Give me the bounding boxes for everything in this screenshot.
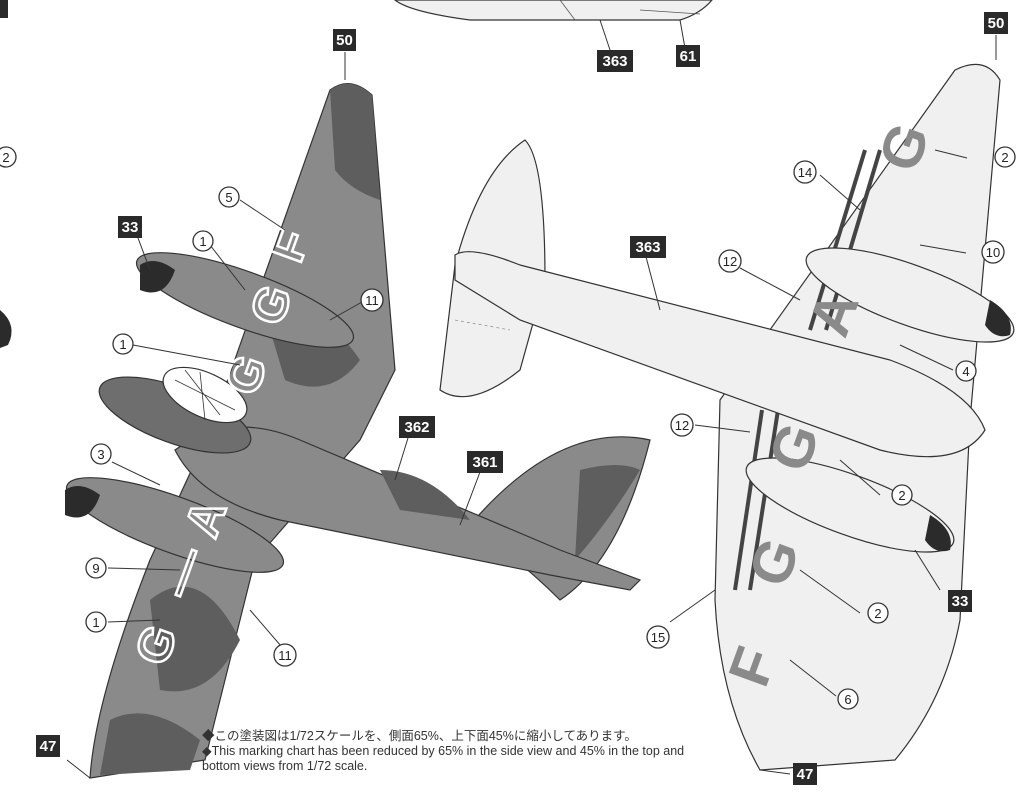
top-view-aircraft: G G F G — A bbox=[65, 83, 651, 779]
callout-box-363-side: 363 bbox=[597, 50, 633, 72]
svg-text:50: 50 bbox=[336, 32, 353, 49]
svg-text:11: 11 bbox=[365, 293, 379, 308]
callout-box-362: 362 bbox=[399, 416, 435, 438]
callout-box-50-bottom: 50 bbox=[984, 12, 1008, 34]
svg-text:47: 47 bbox=[40, 738, 57, 755]
callout-circle-1: 1 bbox=[85, 611, 107, 633]
callout-circle-2-left-edge: 2 bbox=[0, 146, 17, 168]
svg-text:6: 6 bbox=[844, 692, 851, 707]
callout-circle-2: 2 bbox=[891, 484, 913, 506]
callout-circle-4: 4 bbox=[955, 360, 977, 382]
callout-box-47-top: 47 bbox=[36, 735, 60, 757]
svg-text:2: 2 bbox=[874, 606, 881, 621]
callout-circle-10: 10 bbox=[981, 240, 1005, 264]
scale-note: ◆この塗装図は1/72スケールを、側面65%、上下面45%に縮小してあります。 … bbox=[202, 729, 722, 774]
svg-text:4: 4 bbox=[962, 364, 969, 379]
callout-circle-6: 6 bbox=[837, 688, 859, 710]
callout-circle-11: 11 bbox=[273, 643, 297, 667]
svg-text:2: 2 bbox=[2, 150, 9, 165]
callout-circle-14: 14 bbox=[793, 160, 817, 184]
svg-text:363: 363 bbox=[635, 239, 660, 256]
callout-box-361: 361 bbox=[467, 451, 503, 473]
callout-circle-12: 12 bbox=[718, 249, 742, 273]
callout-circle-2: 2 bbox=[994, 146, 1016, 168]
callout-circle-5: 5 bbox=[218, 186, 240, 208]
callout-circle-9: 9 bbox=[85, 557, 107, 579]
callout-box-50-top: 50 bbox=[333, 29, 356, 51]
scale-note-en: ◆This marking chart has been reduced by … bbox=[202, 744, 685, 773]
scale-note-jp: ◆この塗装図は1/72スケールを、側面65%、上下面45%に縮小してあります。 bbox=[202, 729, 637, 743]
callout-circle-15: 15 bbox=[646, 625, 670, 649]
callout-circle-12: 12 bbox=[670, 413, 694, 437]
callout-box-33-bottom: 33 bbox=[948, 590, 972, 612]
svg-text:14: 14 bbox=[798, 165, 812, 180]
callout-circle-11: 11 bbox=[360, 288, 384, 312]
svg-text:11: 11 bbox=[278, 648, 292, 663]
callout-circle-2: 2 bbox=[867, 602, 889, 624]
callout-box-33-top: 33 bbox=[118, 216, 142, 238]
side-view-fragment bbox=[394, 0, 713, 21]
callout-circle-1: 1 bbox=[192, 230, 214, 252]
left-edge-fragment bbox=[0, 0, 12, 348]
svg-text:363: 363 bbox=[602, 53, 627, 70]
svg-text:3: 3 bbox=[97, 447, 104, 462]
svg-text:2: 2 bbox=[1001, 150, 1008, 165]
svg-text:361: 361 bbox=[472, 454, 497, 471]
svg-text:2: 2 bbox=[898, 488, 905, 503]
svg-text:50: 50 bbox=[988, 15, 1005, 32]
callout-circle-1: 1 bbox=[112, 333, 134, 355]
callout-circle-3: 3 bbox=[90, 443, 112, 465]
svg-text:1: 1 bbox=[119, 337, 126, 352]
svg-text:33: 33 bbox=[122, 219, 139, 236]
svg-text:12: 12 bbox=[723, 254, 737, 269]
callout-box-363-bottom: 363 bbox=[630, 236, 666, 258]
svg-text:362: 362 bbox=[404, 419, 429, 436]
svg-text:1: 1 bbox=[92, 615, 99, 630]
svg-text:47: 47 bbox=[797, 766, 814, 783]
svg-text:1: 1 bbox=[199, 234, 206, 249]
callout-box-61: 61 bbox=[676, 45, 700, 67]
svg-text:15: 15 bbox=[651, 630, 665, 645]
svg-text:33: 33 bbox=[952, 593, 969, 610]
svg-text:10: 10 bbox=[986, 245, 1000, 260]
callout-box-47-bottom: 47 bbox=[793, 763, 817, 785]
svg-text:12: 12 bbox=[675, 418, 689, 433]
svg-text:9: 9 bbox=[92, 561, 99, 576]
bottom-view-aircraft: G A G G F bbox=[439, 63, 1015, 771]
svg-text:61: 61 bbox=[680, 48, 697, 65]
svg-text:5: 5 bbox=[225, 190, 232, 205]
